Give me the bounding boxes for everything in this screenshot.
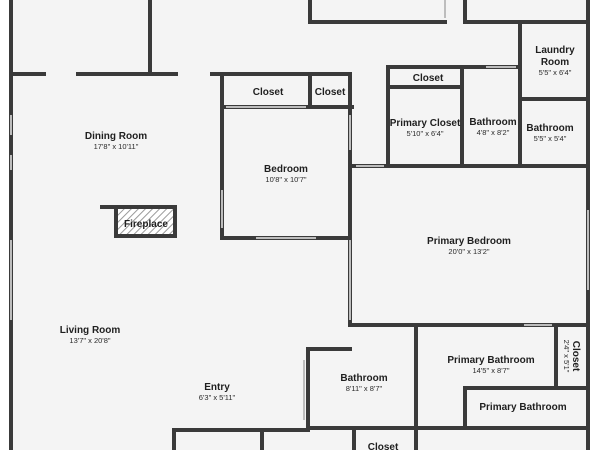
room-dining-room: Dining Room 17'8" x 10'11" bbox=[85, 131, 147, 151]
room-name: Bathroom bbox=[526, 123, 573, 134]
room-name: Primary Closet bbox=[390, 118, 461, 129]
room-name: Closet bbox=[368, 442, 399, 450]
room-dimensions: 6'3" x 5'11" bbox=[199, 393, 236, 402]
room-name: Dining Room bbox=[85, 131, 147, 142]
room-dimensions: 13'7" x 20'8" bbox=[69, 336, 110, 345]
room-laundry-room: Laundry Room 5'5" x 6'4" bbox=[535, 45, 575, 77]
room-dimensions: 20'0" x 13'2" bbox=[448, 247, 489, 256]
room-closet-bottom: Closet bbox=[368, 442, 399, 450]
room-dimensions: 17'8" x 10'11" bbox=[94, 142, 139, 151]
room-dimensions: 8'11" x 8'7" bbox=[346, 384, 383, 393]
room-name: Primary Bedroom bbox=[427, 236, 511, 247]
room-primary-bathroom: Primary Bathroom 14'5" x 8'7" bbox=[447, 355, 534, 375]
room-primary-bathroom-2: Primary Bathroom bbox=[479, 402, 566, 413]
room-name: Closet bbox=[253, 87, 284, 98]
room-primary-closet: Primary Closet 5'10" x 6'4" bbox=[390, 118, 461, 138]
room-dimensions: 4'8" x 8'2" bbox=[477, 128, 510, 137]
fireplace-name: Fireplace bbox=[124, 219, 168, 230]
room-name: Closet bbox=[315, 87, 346, 98]
room-dimensions: 14'5" x 8'7" bbox=[473, 366, 510, 375]
room-dimensions: 2'4" x 5'1" bbox=[562, 340, 571, 373]
room-bedroom: Bedroom 10'8" x 10'7" bbox=[264, 164, 308, 184]
fireplace-hatch bbox=[118, 209, 173, 234]
room-bathroom-3: Bathroom 8'11" x 8'7" bbox=[340, 373, 387, 393]
room-bathroom-1: Bathroom 4'8" x 8'2" bbox=[469, 117, 516, 137]
room-name: Bathroom bbox=[340, 373, 387, 384]
room-entry: Entry 6'3" x 5'11" bbox=[199, 382, 236, 402]
room-closet-b: Closet bbox=[315, 87, 346, 98]
room-closet-vertical: Closet 2'4" x 5'1" bbox=[562, 340, 581, 373]
room-dimensions: 5'5" x 6'4" bbox=[539, 68, 572, 77]
room-closet-a: Closet bbox=[253, 87, 284, 98]
fireplace-label: Fireplace bbox=[124, 219, 168, 230]
room-bathroom-2: Bathroom 5'5" x 5'4" bbox=[526, 123, 573, 143]
room-name-line-2: Room bbox=[541, 57, 569, 68]
windows bbox=[10, 0, 589, 420]
room-living-room: Living Room 13'7" x 20'8" bbox=[60, 325, 121, 345]
room-name: Primary Bathroom bbox=[447, 355, 534, 366]
room-name: Closet bbox=[570, 341, 581, 372]
room-closet-c: Closet bbox=[413, 73, 444, 84]
room-labels: Dining Room 17'8" x 10'11" Living Room 1… bbox=[60, 45, 581, 450]
room-dimensions: 5'5" x 5'4" bbox=[534, 134, 567, 143]
room-name: Living Room bbox=[60, 325, 121, 336]
room-name-line-1: Laundry bbox=[535, 45, 575, 56]
room-dimensions: 5'10" x 6'4" bbox=[407, 129, 444, 138]
room-name: Bathroom bbox=[469, 117, 516, 128]
room-dimensions: 10'8" x 10'7" bbox=[265, 175, 306, 184]
room-name: Primary Bathroom bbox=[479, 402, 566, 413]
room-primary-bedroom: Primary Bedroom 20'0" x 13'2" bbox=[427, 236, 511, 256]
room-name: Closet bbox=[413, 73, 444, 84]
room-name: Bedroom bbox=[264, 164, 308, 175]
room-name: Entry bbox=[204, 382, 230, 393]
